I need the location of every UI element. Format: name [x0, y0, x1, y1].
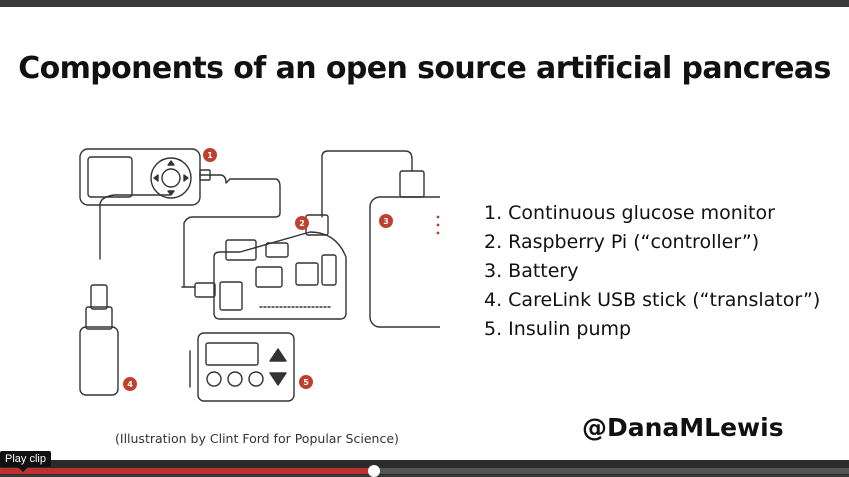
carelink-usb-stick: [79, 326, 119, 396]
component-item: 4. CareLink USB stick (“translator”): [484, 289, 821, 311]
badge-3: 3: [379, 214, 393, 228]
svg-text:1: 1: [207, 151, 213, 160]
svg-text:2: 2: [299, 219, 305, 228]
author-handle: @DanaMLewis: [582, 413, 784, 442]
illustration-credit: (Illustration by Clint Ford for Popular …: [115, 431, 399, 446]
badge-2: 2: [295, 216, 309, 230]
component-item: 5. Insulin pump: [484, 318, 632, 340]
slide: Components of an open source artificial …: [0, 7, 849, 460]
slide-title: Components of an open source artificial …: [18, 51, 831, 86]
battery-pack: [369, 196, 440, 328]
components-illustration: 1 2 3 4 5: [79, 148, 440, 402]
component-item: 1. Continuous glucose monitor: [484, 202, 775, 224]
play-clip-button[interactable]: Play clip: [0, 451, 51, 472]
component-item: 2. Raspberry Pi (“controller”): [484, 231, 760, 253]
insulin-pump: [197, 332, 295, 402]
progress-track[interactable]: [0, 465, 849, 477]
badge-5: 5: [299, 375, 313, 389]
svg-text:5: 5: [303, 378, 309, 387]
components-list: 1. Continuous glucose monitor 2. Raspber…: [484, 199, 820, 344]
component-badges: 1 2 3 4 5: [123, 148, 393, 391]
video-player-bar: [0, 460, 849, 477]
badge-4: 4: [123, 377, 137, 391]
raspberry-pi: [213, 231, 347, 320]
svg-text:4: 4: [127, 380, 133, 389]
badge-1: 1: [203, 148, 217, 162]
progress-fill: [0, 468, 374, 474]
progress-handle[interactable]: [367, 465, 380, 477]
svg-text:3: 3: [383, 217, 389, 226]
component-item: 3. Battery: [484, 260, 579, 282]
